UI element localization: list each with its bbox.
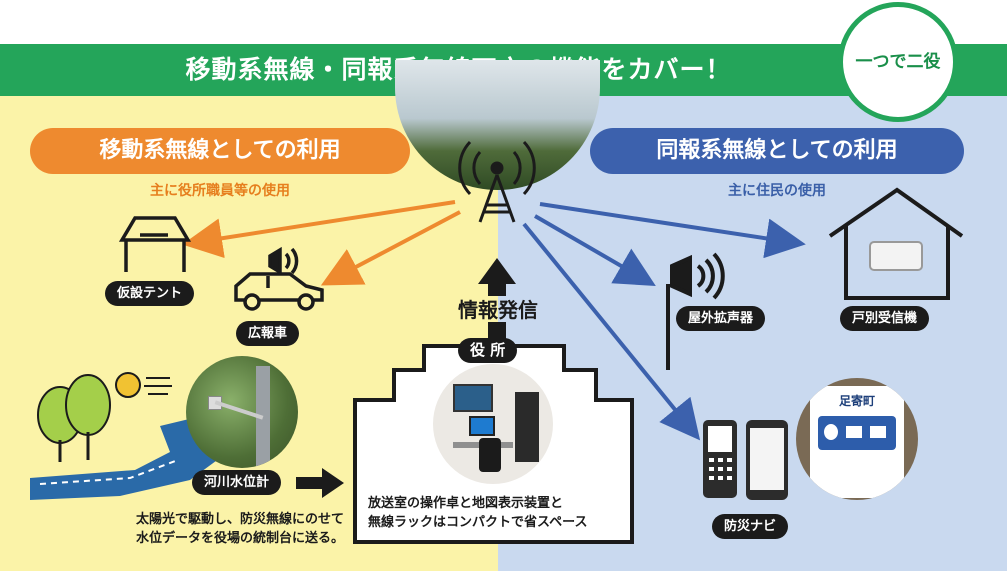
broadcast-radio-subtitle: 主に住民の使用 (728, 183, 826, 199)
arrow-to-speaker (533, 214, 656, 287)
office-label: 役 所 (458, 338, 518, 363)
outdoor-speaker-label: 屋外拡声器 (676, 306, 766, 331)
badge-circle: 一つで二役 (838, 2, 958, 122)
outdoor-speaker-icon (666, 252, 725, 370)
car-icon (234, 246, 324, 311)
mobile-radio-title: 移動系無線としての利用 (30, 128, 410, 174)
arrow-to-tent (182, 200, 456, 259)
right-arrow-icon (296, 468, 344, 498)
office-caption-line-1: 放送室の操作卓と地図表示装置と (368, 496, 564, 511)
mobile-radio-subtitle: 主に役所職員等の使用 (150, 183, 290, 199)
smartphone-icon (746, 420, 788, 500)
arrow-to-car (320, 210, 461, 286)
antenna-tower-icon (458, 140, 536, 223)
office-caption: 放送室の操作卓と地図表示装置と 無線ラックはコンパクトで省スペース (368, 494, 628, 532)
mobile-phone-icon (703, 420, 737, 498)
upward-arrow-icon (478, 258, 516, 342)
badge-text: 一つで二役 (855, 52, 941, 72)
water-gauge-label: 河川水位計 (192, 470, 282, 495)
office-caption-line-2: 無線ラックはコンパクトで省スペース (368, 515, 588, 530)
broadcast-radio-title: 同報系無線としての利用 (590, 128, 964, 174)
home-receiver-label: 戸別受信機 (840, 306, 930, 331)
app-screen-photo: 足寄町 (796, 378, 918, 500)
water-gauge-caption: 太陽光で駆動し、防災無線にのせて 水位データを役場の統制台に送る。 (64, 510, 344, 548)
app-screen-title: 足寄町 (838, 394, 875, 408)
arrow-to-house (539, 202, 806, 259)
send-info-label: 情報発信 (458, 298, 538, 322)
river-scene (30, 372, 240, 500)
app-label: 防災ナビ (712, 514, 789, 539)
tent-label: 仮設テント (105, 281, 195, 306)
water-gauge-photo (186, 356, 298, 468)
arrow-to-phone (522, 222, 701, 441)
control-room-photo (433, 364, 553, 484)
car-label: 広報車 (236, 321, 300, 346)
tent-icon (118, 216, 192, 272)
house-icon (828, 187, 964, 300)
water-caption-line-2: 水位データを役場の統制台に送る。 (135, 531, 344, 546)
water-caption-line-1: 太陽光で駆動し、防災無線にのせて (135, 512, 344, 527)
